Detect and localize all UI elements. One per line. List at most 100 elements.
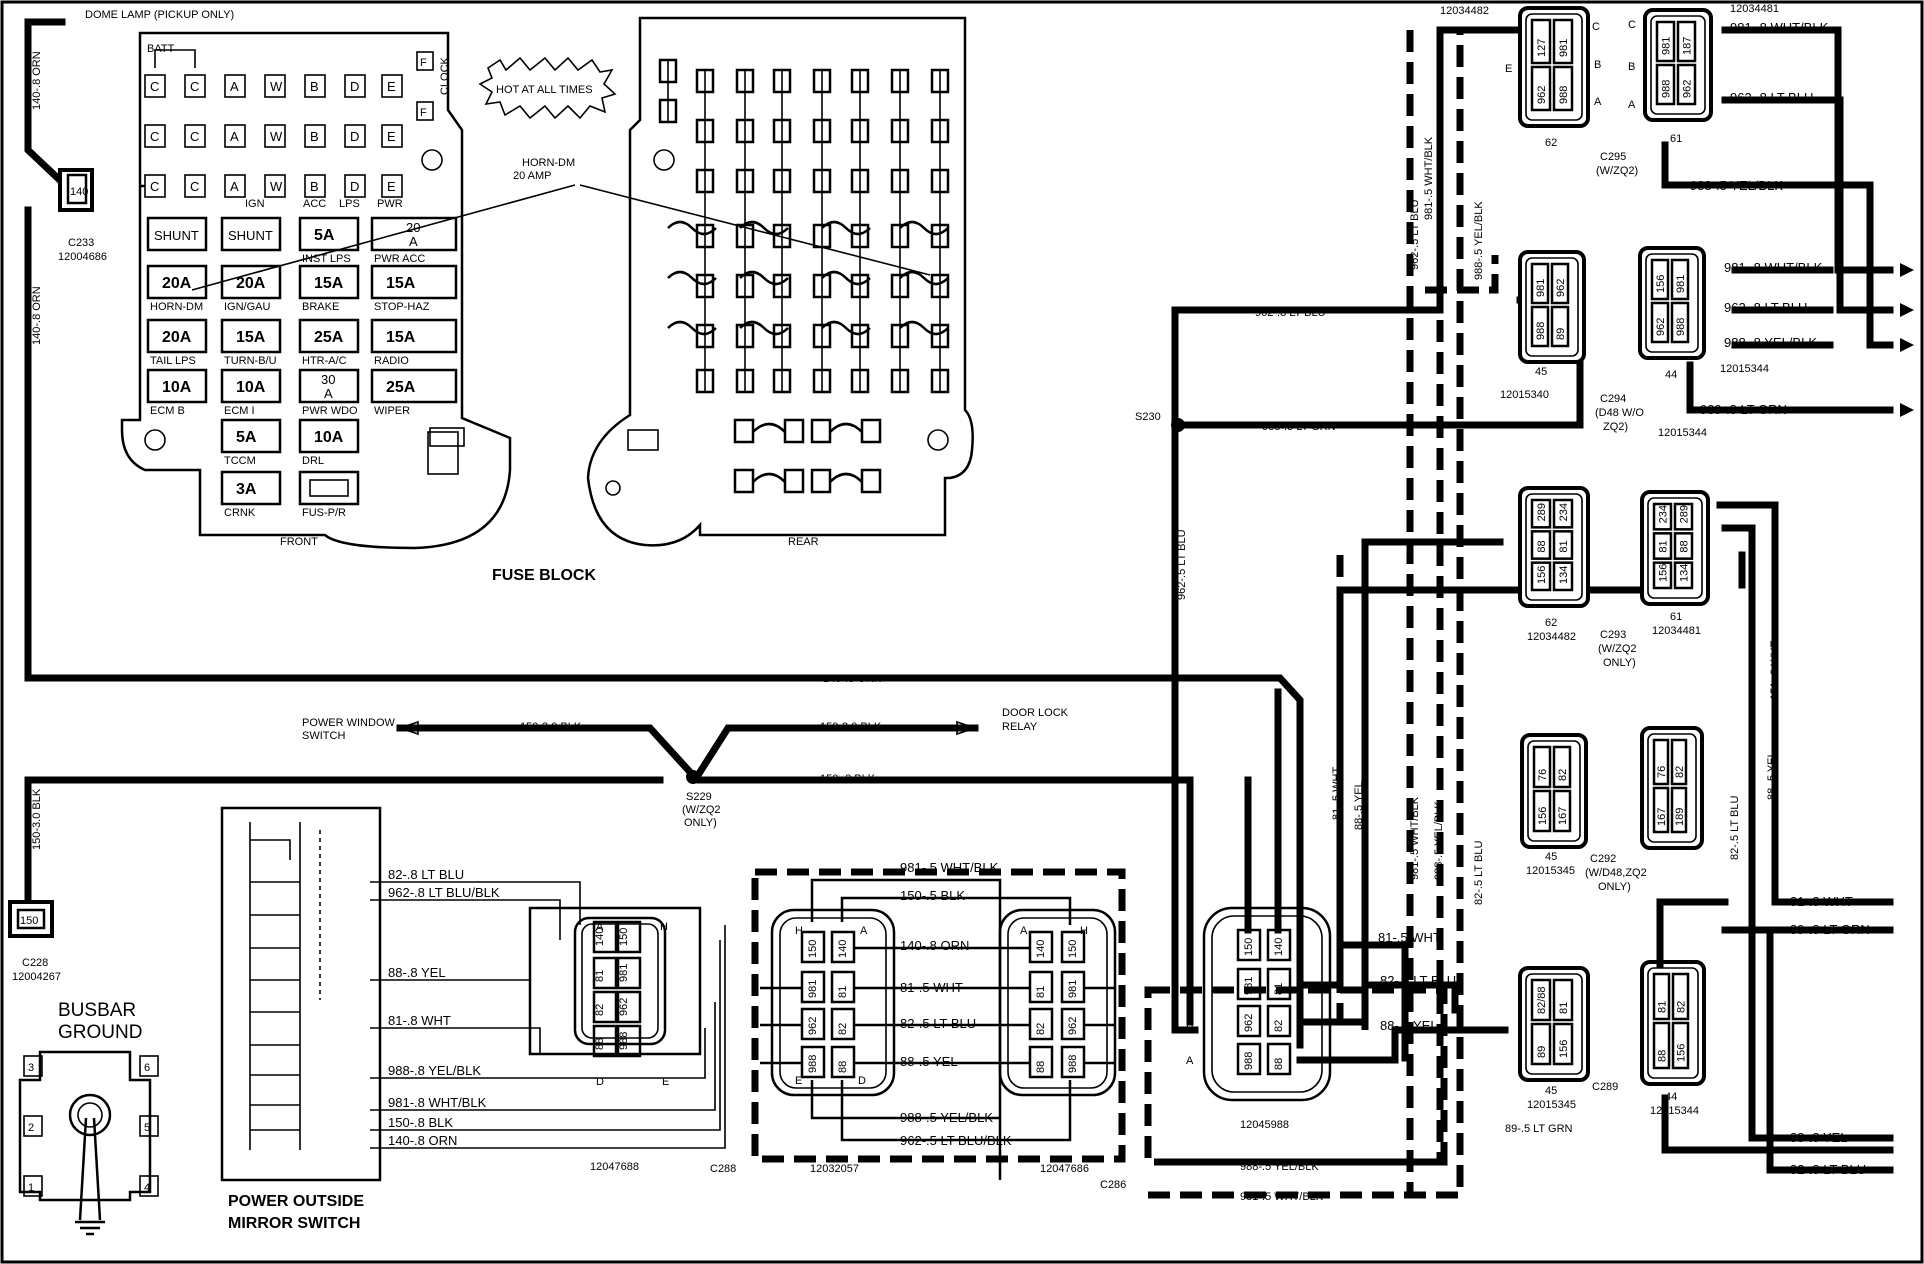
switch-terminal <box>144 74 166 98</box>
door-lock-label-2: RELAY <box>1002 721 1038 733</box>
switch-terminal <box>184 124 206 148</box>
switch-terminal-letter: C <box>150 179 159 194</box>
wire-label: 89-.8 LT GRN <box>1790 922 1870 937</box>
vertical-wire-label: 88-.5 YEL <box>1353 781 1365 830</box>
c294-cav-right: 44 <box>1665 369 1677 381</box>
c292-name-3: ONLY) <box>1598 881 1631 893</box>
label-pwr: PWR <box>377 198 403 210</box>
c295-letter: B <box>1594 59 1601 71</box>
center-wire-label: 82-.5 LT BLU <box>1380 973 1456 988</box>
c295-left-pin: 127 <box>1536 39 1548 57</box>
c294-name-2: (D48 W/O <box>1595 407 1644 419</box>
mirror-wire-label: 981-.8 WHT/BLK <box>388 1095 487 1110</box>
switch-terminal-letter: W <box>270 129 283 144</box>
c295-left-pin: 981 <box>1558 39 1570 57</box>
c289-wire-89: 89-.5 LT GRN <box>1505 1123 1573 1135</box>
c286-pin-left <box>800 930 826 964</box>
side-letter-f2: F <box>420 107 427 119</box>
c293-right-pin: 134 <box>1679 564 1691 582</box>
fuse <box>370 368 458 404</box>
switch-terminal-letter: E <box>387 129 396 144</box>
splice-s229: POWER WINDOW SWITCH DOOR LOCK RELAY 150-… <box>302 673 1069 829</box>
c293-part-left: 12034482 <box>1527 631 1576 643</box>
c288-pin <box>616 920 642 954</box>
center-connector-part: 12045988 <box>1240 1119 1289 1131</box>
fuse-value: 20 <box>406 220 420 235</box>
center-pin-number: 962 <box>1243 1014 1255 1032</box>
fuse <box>298 216 360 252</box>
switch-terminal-letter: A <box>230 179 239 194</box>
c286-pin-number: 981 <box>1067 980 1079 998</box>
fuse-label: INST LPS <box>302 253 351 265</box>
c295-name-2: (W/ZQ2) <box>1596 165 1638 177</box>
fuse-value: 3A <box>236 481 257 498</box>
c292-name-2: (W/D48,ZQ2 <box>1585 867 1647 879</box>
center-letter: A <box>1186 1055 1194 1067</box>
c289-left-pin: 82/88 <box>1536 986 1548 1014</box>
c293-left-pin: 156 <box>1536 566 1548 584</box>
c295-letter: E <box>1505 63 1512 75</box>
c286-pin-number: 150 <box>807 940 819 958</box>
switch-terminal-letter: E <box>387 79 396 94</box>
c295-cav-right: 61 <box>1670 133 1682 145</box>
wire-988-bottom: 988-.5 YEL/BLK <box>1240 1161 1319 1173</box>
c293-part-right: 12034481 <box>1652 625 1701 637</box>
c292-part: 12015345 <box>1526 865 1575 877</box>
connector-c233: 140 C233 12004686 <box>58 168 107 263</box>
wire-label: 962-.8 LT BLU <box>1730 90 1813 105</box>
c286-pin-number: 81 <box>837 986 849 998</box>
fuse <box>146 318 208 354</box>
switch-terminal-letter: C <box>190 79 199 94</box>
c288-pin <box>592 990 618 1024</box>
c289-right-pin: 156 <box>1676 1044 1688 1062</box>
mirror-switch: POWER OUTSIDE MIRROR SWITCH <box>220 806 382 1232</box>
c288-letter: H <box>660 921 668 933</box>
c288-pin <box>592 920 618 954</box>
label-acc: ACC <box>303 198 326 210</box>
fuse-label: ECM I <box>224 405 255 417</box>
switch-terminal-letter: C <box>190 129 199 144</box>
switch-terminal-letter: B <box>310 179 319 194</box>
mirror-wire-label: 81-.8 WHT <box>388 1013 451 1028</box>
center-pin <box>1266 967 1292 1001</box>
vertical-wire-label: 988-.5 YEL/BLK <box>1433 801 1445 880</box>
switch-terminal-letter: D <box>350 129 359 144</box>
c286-pin-right <box>1060 1045 1086 1079</box>
c286-pin-right <box>1060 930 1086 964</box>
wire-140-bottom: 140-.8 ORN <box>823 673 882 685</box>
busbar-pin-3: 3 <box>28 1062 34 1074</box>
center-wire-label: 81-.5 WHT <box>1378 930 1441 945</box>
fuse <box>298 318 360 354</box>
c286-pin-right <box>1060 970 1086 1004</box>
c286-pin-left <box>830 1007 856 1041</box>
c292-cav: 45 <box>1545 851 1557 863</box>
c286-pin-number: 140 <box>837 940 849 958</box>
horn-dm-label-1: HORN-DM <box>522 157 575 169</box>
fuse <box>298 264 360 300</box>
front-label: FRONT <box>280 536 318 548</box>
fuse-label: CRNK <box>224 507 256 519</box>
fuse-value: 5A <box>314 227 335 244</box>
c289-left-pin: 156 <box>1558 1040 1570 1058</box>
wire-label: 988-.5 YEL/BLK <box>1690 178 1783 193</box>
c295-letter: B <box>1628 61 1635 73</box>
rear-label: REAR <box>788 536 819 548</box>
wire-label: 981-.8 WHT/BLK <box>1724 260 1823 275</box>
c286-pin-number: 150 <box>1067 940 1079 958</box>
c294-part-left: 12015340 <box>1500 389 1549 401</box>
horn-dm-label-2: 20 AMP <box>513 170 552 182</box>
wire-label: 962-.8 LT BLU <box>1724 300 1807 315</box>
mirror-wire-label: 962-.8 LT BLU/BLK <box>388 885 500 900</box>
c233-name: C233 <box>68 237 94 249</box>
hot-label: HOT AT ALL TIMES <box>496 84 593 96</box>
label-ign: IGN <box>245 198 265 210</box>
c286-letter: H <box>1080 925 1088 937</box>
c286-pin-number: 88 <box>1035 1061 1047 1073</box>
busbar-pin-4: 4 <box>144 1182 150 1194</box>
